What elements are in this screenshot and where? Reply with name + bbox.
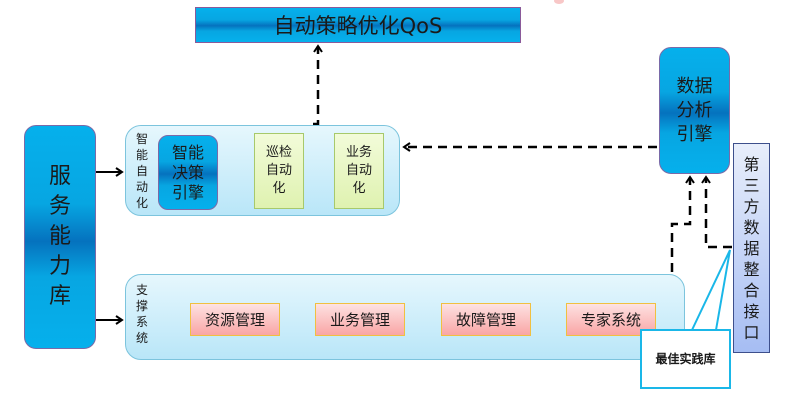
service-library-box: 服务能力库: [24, 125, 96, 349]
decision-engine-text: 智能决策引擎: [171, 142, 204, 202]
qos-title-box: 自动策略优化QoS: [195, 7, 521, 43]
third-party-interface-box: 第三方数据整合接口: [733, 143, 770, 353]
decorative-mark: [554, 0, 564, 4]
data-analysis-engine-box: 数据分析引擎: [659, 47, 730, 174]
data-analysis-engine-text: 数据分析引擎: [676, 75, 713, 145]
support-panel-label: 支撑系统: [135, 283, 148, 345]
module-label: 资源管理: [204, 311, 265, 329]
best-practice-text: 最佳实践库: [655, 352, 716, 366]
module-label: 专家系统: [580, 311, 641, 329]
callout-pointer: [691, 249, 731, 331]
automation-panel-label: 智能自动化: [135, 132, 148, 210]
module-resource-management: 资源管理: [190, 303, 280, 336]
module-business-management: 业务管理: [315, 303, 405, 336]
best-practice-callout: 最佳实践库: [640, 329, 731, 389]
business-automation-text: 业务自动化: [345, 145, 372, 196]
inspection-automation-text: 巡检自动化: [265, 145, 292, 196]
qos-title-text: 自动策略优化QoS: [273, 14, 443, 38]
business-automation-box: 业务自动化: [334, 133, 384, 209]
module-label: 业务管理: [329, 311, 390, 329]
service-library-text: 服务能力库: [48, 164, 71, 309]
arrow-support-to-dataengine: [670, 175, 695, 272]
module-label: 故障管理: [455, 311, 516, 329]
third-party-interface-text: 第三方数据整合接口: [743, 154, 760, 342]
module-fault-management: 故障管理: [441, 303, 531, 336]
inspection-automation-box: 巡检自动化: [254, 133, 304, 209]
arrow-thirdparty-to-dataengine: [701, 175, 732, 249]
arrow-automation-to-qos: [313, 44, 323, 126]
decision-engine-box: 智能决策引擎: [158, 135, 218, 210]
